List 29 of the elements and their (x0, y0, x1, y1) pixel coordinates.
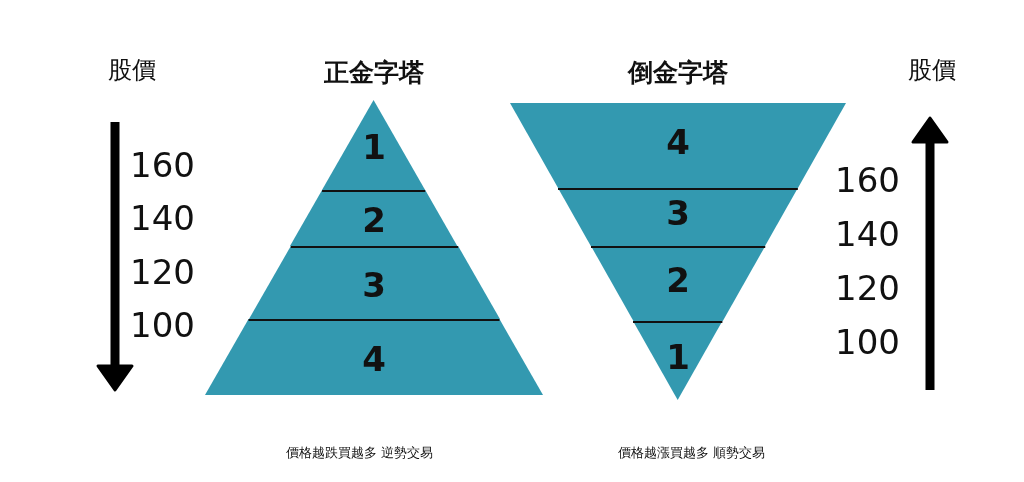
pyramid-layer (633, 321, 723, 400)
pyramid-title: 正金字塔 (323, 57, 425, 89)
axis-value: 120 (835, 271, 900, 305)
axis-title: 股價 (108, 58, 156, 82)
axis-value: 100 (130, 308, 195, 342)
caption: 價格越漲買越多 順勢交易 (618, 444, 766, 462)
axis-value: 140 (835, 217, 900, 251)
caption: 價格越跌買越多 逆勢交易 (286, 444, 434, 462)
pyramid-layer (290, 190, 458, 246)
axis-value: 160 (835, 163, 900, 197)
layer-number: 1 (665, 336, 691, 377)
layer-number: 1 (361, 127, 387, 167)
layer-number: 3 (361, 264, 387, 305)
pyramid-layer (205, 319, 543, 395)
layer-number: 2 (361, 200, 387, 240)
axis-title: 股價 (908, 58, 956, 82)
axis-value: 140 (130, 201, 195, 235)
pyramid-layer (558, 188, 798, 246)
pyramid-layer (322, 100, 426, 190)
pyramid-layer (248, 246, 500, 319)
layer-number: 2 (665, 259, 691, 300)
pyramid-title: 倒金字塔 (626, 57, 729, 89)
axis-value: 100 (835, 325, 900, 359)
axis-value: 120 (130, 255, 195, 289)
axis-value: 160 (130, 148, 195, 182)
layer-number: 3 (665, 193, 691, 233)
layer-number: 4 (665, 121, 691, 162)
layer-number: 4 (361, 339, 387, 379)
pyramid-layer (590, 246, 766, 321)
